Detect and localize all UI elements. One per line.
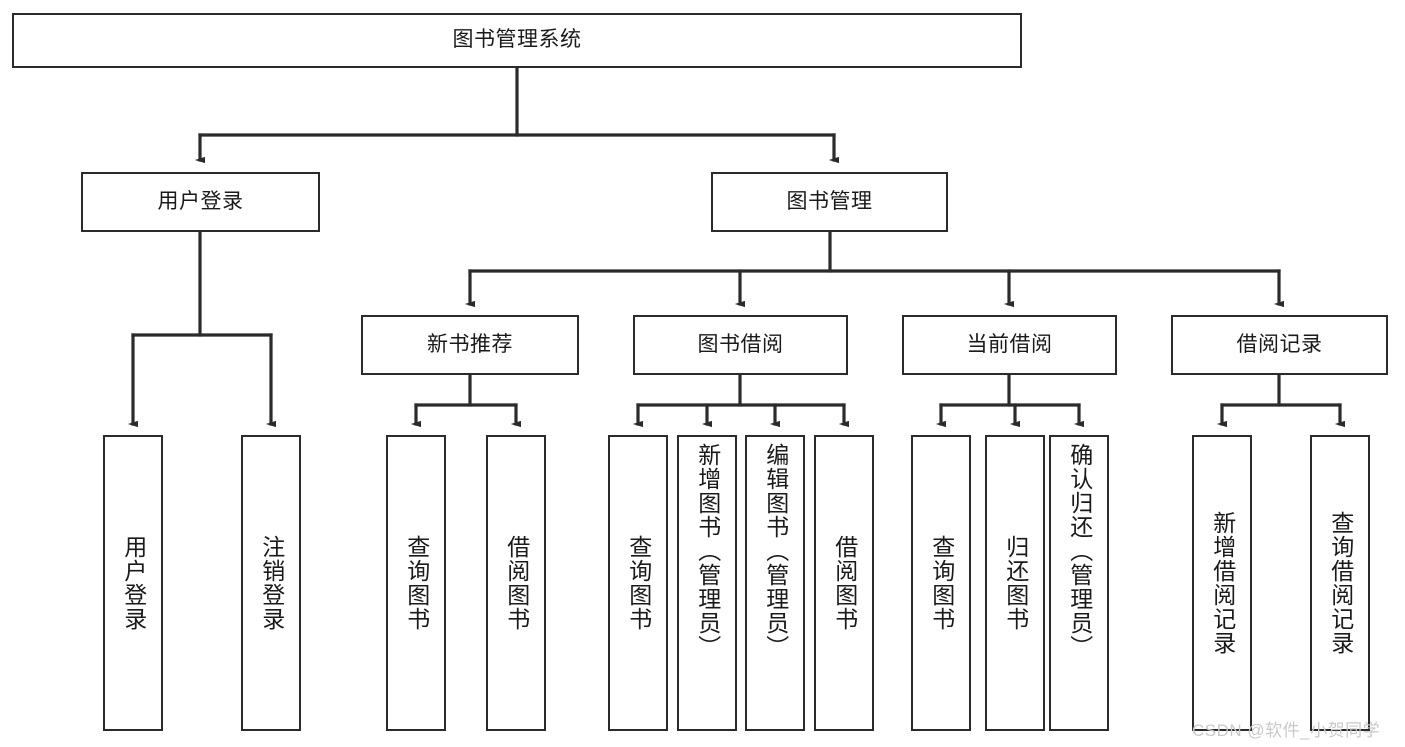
node-leaf-borrow-book-recommend-label: 借阅图书 — [503, 535, 530, 631]
node-current-borrow-label: 当前借阅 — [966, 332, 1053, 356]
node-borrow-records-label: 借阅记录 — [1236, 332, 1323, 356]
node-new-book-recommend[interactable]: 新书推荐 — [361, 315, 579, 375]
node-leaf-query-book-recommend[interactable]: 查询图书 — [386, 435, 446, 731]
node-root-label: 图书管理系统 — [452, 28, 582, 52]
node-borrow-records[interactable]: 借阅记录 — [1171, 315, 1388, 375]
node-leaf-borrow-book-borrow[interactable]: 借阅图书 — [814, 435, 874, 731]
node-leaf-edit-book-admin-label: 编辑图书（管理员） — [762, 443, 789, 659]
node-book-borrow[interactable]: 图书借阅 — [633, 315, 848, 375]
node-leaf-query-book-borrow[interactable]: 查询图书 — [608, 435, 668, 731]
node-leaf-query-book-current[interactable]: 查询图书 — [911, 435, 971, 731]
node-root-system[interactable]: 图书管理系统 — [12, 13, 1022, 68]
node-leaf-return-book[interactable]: 归还图书 — [985, 435, 1045, 731]
node-leaf-query-book-recommend-label: 查询图书 — [403, 535, 430, 631]
node-leaf-return-book-label: 归还图书 — [1002, 535, 1029, 631]
node-new-book-recommend-label: 新书推荐 — [427, 332, 513, 356]
node-leaf-confirm-return-admin-label: 确认归还（管理员） — [1066, 443, 1093, 659]
node-leaf-user-login[interactable]: 用户登录 — [103, 435, 163, 731]
node-leaf-borrow-book-borrow-label: 借阅图书 — [831, 535, 858, 631]
node-leaf-add-borrow-record[interactable]: 新增借阅记录 — [1192, 435, 1252, 731]
node-leaf-add-book-admin[interactable]: 新增图书（管理员） — [677, 435, 737, 731]
node-current-borrow[interactable]: 当前借阅 — [902, 315, 1117, 375]
node-book-borrow-label: 图书借阅 — [697, 332, 784, 356]
node-leaf-borrow-book-recommend[interactable]: 借阅图书 — [486, 435, 546, 731]
node-leaf-add-book-admin-label: 新增图书（管理员） — [694, 443, 721, 659]
node-book-management[interactable]: 图书管理 — [711, 172, 948, 232]
node-book-management-label: 图书管理 — [786, 189, 873, 213]
node-leaf-add-borrow-record-label: 新增借阅记录 — [1209, 511, 1236, 655]
node-leaf-query-book-borrow-label: 查询图书 — [625, 535, 652, 631]
node-user-login[interactable]: 用户登录 — [81, 172, 320, 232]
node-leaf-confirm-return-admin[interactable]: 确认归还（管理员） — [1049, 435, 1109, 731]
node-leaf-query-borrow-record[interactable]: 查询借阅记录 — [1310, 435, 1370, 731]
node-leaf-edit-book-admin[interactable]: 编辑图书（管理员） — [745, 435, 805, 731]
node-leaf-user-login-label: 用户登录 — [120, 535, 147, 631]
node-leaf-user-logout-label: 注销登录 — [258, 535, 285, 631]
node-user-login-label: 用户登录 — [157, 189, 244, 213]
node-leaf-user-logout[interactable]: 注销登录 — [241, 435, 301, 731]
node-leaf-query-borrow-record-label: 查询借阅记录 — [1327, 511, 1354, 655]
node-leaf-query-book-current-label: 查询图书 — [928, 535, 955, 631]
